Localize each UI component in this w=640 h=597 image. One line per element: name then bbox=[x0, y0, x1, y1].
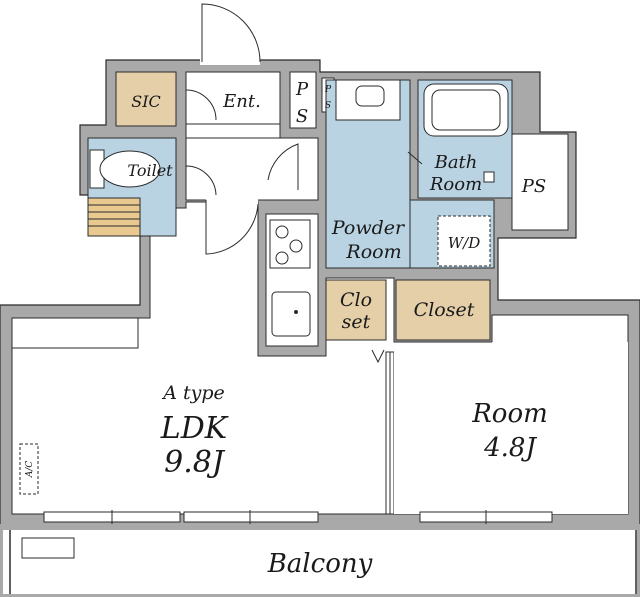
outdoor-unit bbox=[21, 537, 75, 559]
balcony-label: Balcony bbox=[267, 549, 373, 579]
ac-label: A/C bbox=[25, 461, 35, 479]
ps-top bbox=[289, 71, 317, 129]
balcony-outer bbox=[0, 524, 640, 597]
hall-door bbox=[267, 143, 299, 190]
wd-label: W/D bbox=[448, 234, 481, 252]
ps-small-label-s: S bbox=[325, 101, 331, 111]
small-closet-label-line1: Clo bbox=[340, 289, 372, 311]
toilet-door bbox=[185, 165, 217, 197]
sic-label: SIC bbox=[131, 92, 161, 111]
ldk-label-line1: LDK bbox=[160, 411, 229, 446]
bath-label-line1: Bath bbox=[434, 152, 478, 173]
kitchen-sink bbox=[271, 291, 311, 337]
ldk-door-opening bbox=[206, 195, 258, 207]
entrance-step bbox=[185, 123, 281, 139]
outer-wall-outline bbox=[0, 59, 640, 528]
toilet-bowl bbox=[89, 149, 105, 189]
ps-right bbox=[511, 133, 569, 231]
ps-top-label-s: S bbox=[296, 106, 308, 127]
wd-space-over bbox=[437, 215, 491, 267]
closet bbox=[395, 279, 491, 341]
burner-3 bbox=[275, 251, 289, 265]
entrance-door-swing bbox=[201, 3, 261, 63]
bath-label-line2: Room bbox=[429, 174, 482, 195]
closet-door-marks-1 bbox=[371, 349, 385, 364]
entrance-floor bbox=[185, 71, 281, 125]
faucet bbox=[483, 171, 495, 183]
ldk-shelf bbox=[11, 317, 139, 349]
ldk-door-swing bbox=[205, 200, 259, 255]
powder-label-line2: Room bbox=[345, 241, 401, 263]
ps-right-label: PS bbox=[521, 176, 546, 197]
entrance-door-opening bbox=[200, 55, 260, 65]
sic-room bbox=[115, 71, 177, 127]
bathtub-inner bbox=[431, 89, 501, 131]
ps-top-label-p: P bbox=[295, 79, 309, 100]
small-closet bbox=[325, 279, 387, 341]
sic-door bbox=[185, 89, 217, 121]
burner-1 bbox=[275, 225, 289, 239]
burner-2 bbox=[289, 239, 303, 253]
closet-label: Closet bbox=[414, 299, 475, 321]
room-right-floor bbox=[394, 342, 628, 514]
hall-floor bbox=[185, 137, 319, 201]
sink-drain bbox=[294, 310, 298, 314]
toilet-label: Toilet bbox=[127, 161, 173, 180]
powder-label-line1: Powder bbox=[331, 217, 406, 239]
room-label-line2: 4.8J bbox=[483, 433, 537, 463]
small-closet-label-line2: set bbox=[342, 311, 371, 333]
ps-small-label-p: P bbox=[324, 85, 332, 95]
entrance-label: Ent. bbox=[222, 91, 261, 112]
ldk-label-line2: 9.8J bbox=[164, 445, 226, 480]
washbasin-bowl bbox=[355, 85, 385, 107]
window-ldk-2 bbox=[183, 511, 319, 523]
room-label-line1: Room bbox=[471, 399, 548, 429]
bath-step bbox=[407, 151, 423, 165]
ac-unit bbox=[19, 443, 39, 495]
toilet-seat bbox=[99, 150, 161, 188]
type-label: A type bbox=[161, 382, 225, 404]
toilet-floor-tiles bbox=[87, 197, 141, 237]
